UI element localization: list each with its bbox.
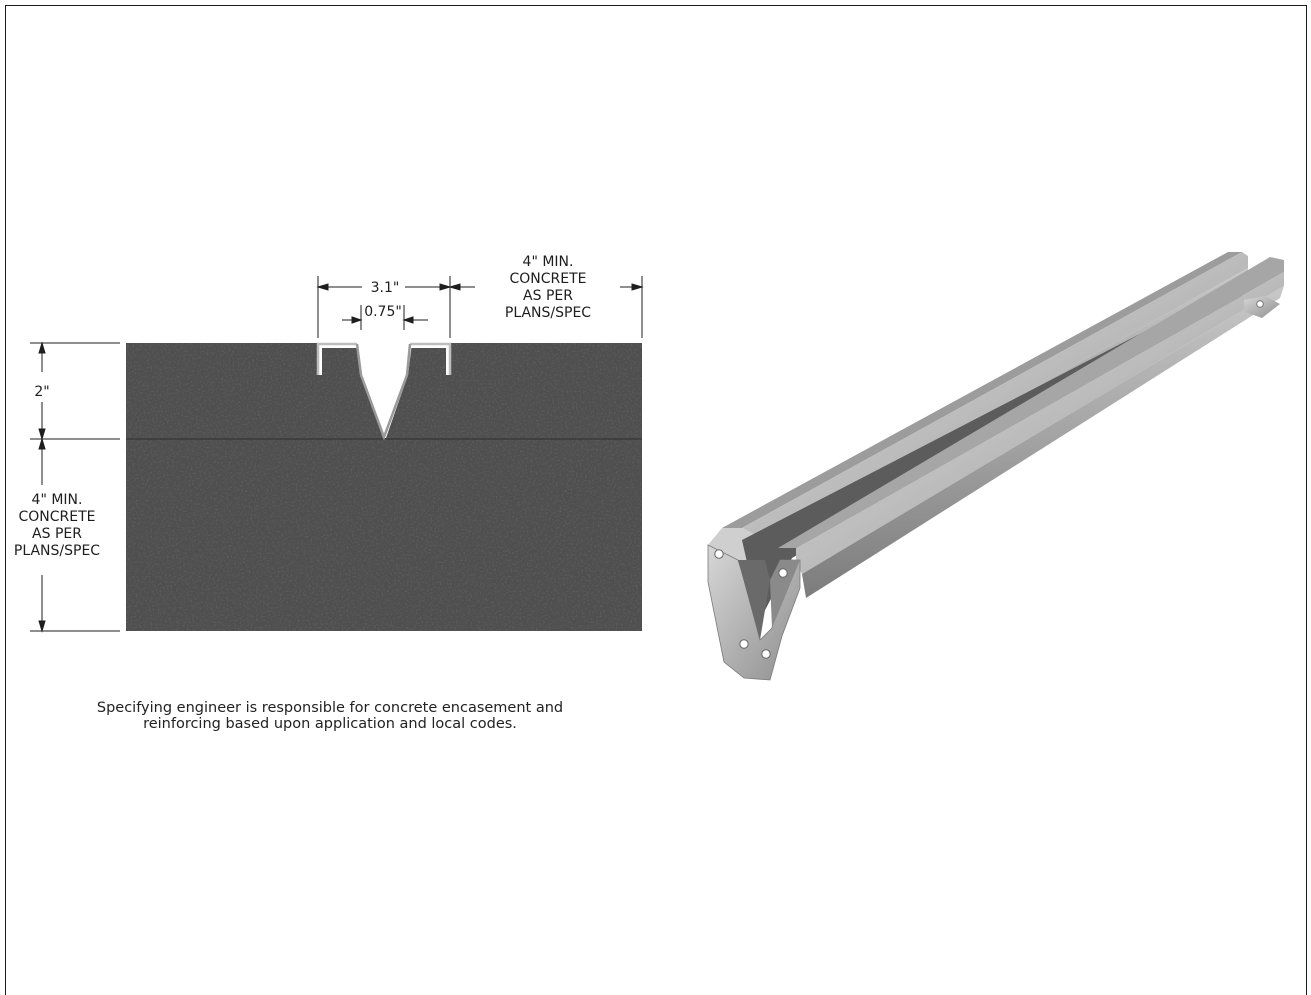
- svg-text:CONCRETE: CONCRETE: [18, 509, 95, 525]
- svg-text:CONCRETE: CONCRETE: [509, 271, 586, 287]
- svg-text:PLANS/SPEC: PLANS/SPEC: [505, 305, 591, 321]
- svg-text:4" MIN.: 4" MIN.: [32, 492, 83, 508]
- svg-text:AS PER: AS PER: [32, 526, 82, 542]
- side-concrete-label: 4" MIN. CONCRETE AS PER PLANS/SPEC: [505, 254, 591, 321]
- overall-width-label: 3.1": [371, 280, 400, 296]
- svg-text:AS PER: AS PER: [523, 288, 573, 304]
- engineer-note-line-1: Specifying engineer is responsible for c…: [96, 700, 564, 716]
- throat-width-label: 0.75": [364, 304, 402, 320]
- depth-label: 2": [34, 384, 49, 400]
- trench-channel-product-image: [707, 252, 1284, 681]
- dimension-lines: [30, 276, 644, 633]
- engineer-note: Specifying engineer is responsible for c…: [60, 700, 600, 732]
- svg-text:4" MIN.: 4" MIN.: [523, 254, 574, 270]
- svg-text:PLANS/SPEC: PLANS/SPEC: [14, 543, 100, 559]
- trench-channel: [316, 342, 452, 441]
- right-panel-product-view: [660, 5, 1307, 995]
- engineer-note-line-2: reinforcing based upon application and l…: [143, 716, 517, 732]
- bottom-concrete-label: 4" MIN. CONCRETE AS PER PLANS/SPEC: [14, 492, 100, 559]
